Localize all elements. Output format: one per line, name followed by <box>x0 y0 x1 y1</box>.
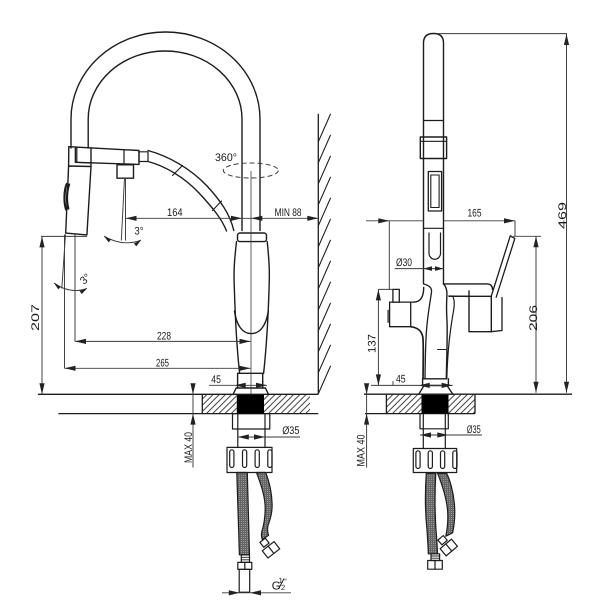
svg-text:2: 2 <box>281 583 285 592</box>
svg-text:G: G <box>272 580 281 592</box>
svg-text:137: 137 <box>367 334 379 353</box>
svg-text:1: 1 <box>279 576 283 585</box>
svg-text:″: ″ <box>284 579 287 586</box>
svg-text:164: 164 <box>167 207 183 219</box>
svg-text:3°: 3° <box>135 226 144 238</box>
svg-text:Ø35: Ø35 <box>467 424 481 436</box>
svg-text:265: 265 <box>156 357 169 369</box>
svg-text:165: 165 <box>468 208 482 220</box>
svg-text:228: 228 <box>157 331 171 343</box>
svg-text:45: 45 <box>211 374 221 386</box>
svg-text:Ø30: Ø30 <box>396 257 412 269</box>
svg-text:469: 469 <box>557 202 569 229</box>
svg-text:207: 207 <box>30 304 42 331</box>
svg-text:MIN 88: MIN 88 <box>275 207 302 219</box>
svg-text:360°: 360° <box>215 152 237 164</box>
svg-text:206: 206 <box>528 305 540 331</box>
svg-text:MAX 40: MAX 40 <box>183 432 195 463</box>
svg-text:MAX 40: MAX 40 <box>356 435 368 467</box>
svg-text:45: 45 <box>396 373 406 385</box>
svg-text:Ø35: Ø35 <box>282 425 299 437</box>
